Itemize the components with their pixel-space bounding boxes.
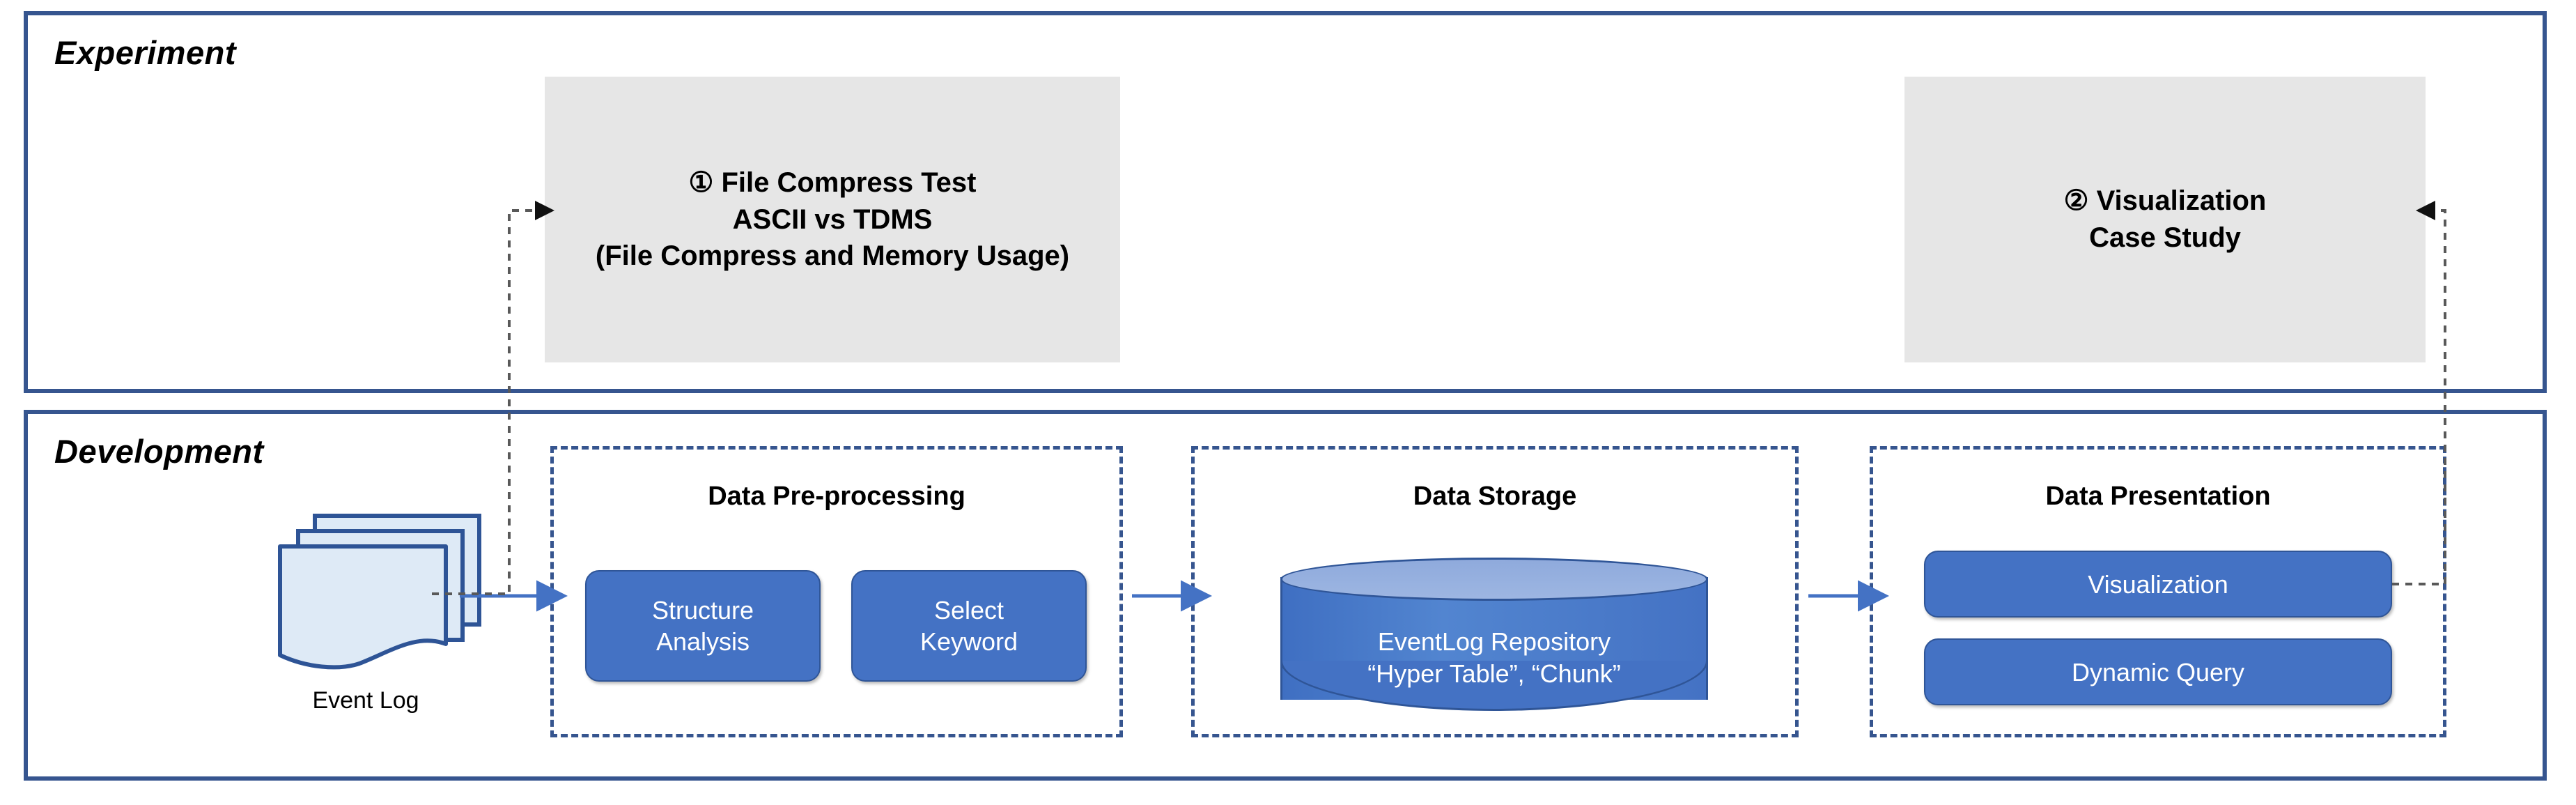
eventlog-repository-cylinder[interactable]: EventLog Repository “Hyper Table”, “Chun… [1280,558,1708,718]
visualization-case-study-line-1: ② Visualization [2063,185,2267,217]
document-stack-icon [278,514,481,670]
experiment-section-title: Experiment [54,34,236,71]
visualization-case-study-line-2: Case Study [2089,222,2241,253]
data-storage-title: Data Storage [1413,482,1577,511]
data-pre-processing-title: Data Pre-processing [708,482,965,511]
visualization-case-study-box[interactable]: ② Visualization Case Study [1904,77,2426,362]
dynamic-query-button[interactable]: Dynamic Query [1924,638,2392,705]
structure-analysis-line-1: Structure [651,596,754,624]
visualization-button[interactable]: Visualization [1924,551,2392,618]
visualization-button-label: Visualization [2088,569,2228,599]
select-keyword-line-1: Select [933,596,1004,624]
cylinder-label-line-2: “Hyper Table”, “Chunk” [1367,659,1621,689]
dynamic-query-button-label: Dynamic Query [2071,657,2245,687]
file-compress-test-box[interactable]: ① File Compress Test ASCII vs TDMS (File… [545,77,1120,362]
cylinder-label-line-1: EventLog Repository [1377,627,1611,656]
cylinder-top-ellipse [1280,558,1708,601]
event-log-label: Event Log [312,687,419,714]
structure-analysis-button[interactable]: Structure Analysis [585,570,821,682]
data-presentation-title: Data Presentation [2045,482,2271,511]
file-compress-test-line-3: (File Compress and Memory Usage) [595,240,1070,272]
event-log-group[interactable]: Event Log [272,507,488,744]
file-compress-test-line-2: ASCII vs TDMS [732,204,933,235]
cylinder-label: EventLog Repository “Hyper Table”, “Chun… [1280,626,1708,690]
select-keyword-line-2: Keyword [920,627,1018,656]
file-compress-test-line-1: ① File Compress Test [688,167,977,198]
development-section-title: Development [54,433,264,470]
structure-analysis-line-2: Analysis [655,627,750,656]
select-keyword-button[interactable]: Select Keyword [851,570,1087,682]
